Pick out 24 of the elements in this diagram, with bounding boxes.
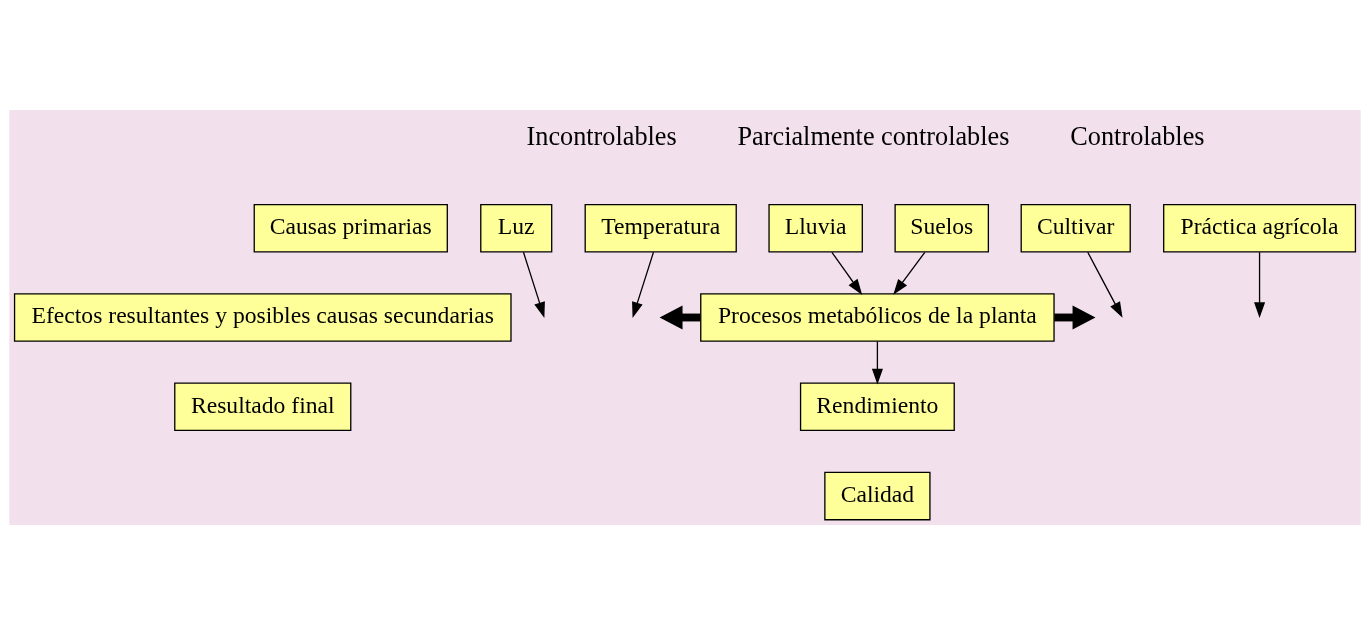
arrow [893, 251, 926, 295]
node-box: Suelos [894, 203, 990, 252]
node-box: Práctica agrícola [1163, 203, 1357, 252]
node-box: Cultivar [1020, 203, 1131, 252]
label: Incontrolables [526, 121, 677, 151]
node-box: Causas primarias [253, 203, 448, 252]
label: Parcialmente controlables [737, 121, 1010, 151]
arrow [831, 251, 863, 295]
arrow [1054, 304, 1096, 330]
node-box: Rendimiento [799, 382, 955, 431]
node-box: Lluvia [768, 203, 863, 252]
node-box: Temperatura [584, 203, 737, 252]
arrow [871, 340, 883, 385]
node-box: Procesos metabólicos de la planta [700, 292, 1055, 342]
node-box: Calidad [824, 471, 931, 520]
arrow [632, 251, 655, 318]
node-box: Luz [480, 203, 553, 252]
arrow [1087, 251, 1123, 318]
node-box: Efectos resultantes y posibles causas secundarias [13, 292, 512, 342]
label: Controlables [1070, 121, 1205, 151]
arrow [522, 251, 545, 318]
arrow [1254, 251, 1266, 318]
arrow [659, 304, 701, 330]
node-box: Resultado final [174, 382, 352, 431]
